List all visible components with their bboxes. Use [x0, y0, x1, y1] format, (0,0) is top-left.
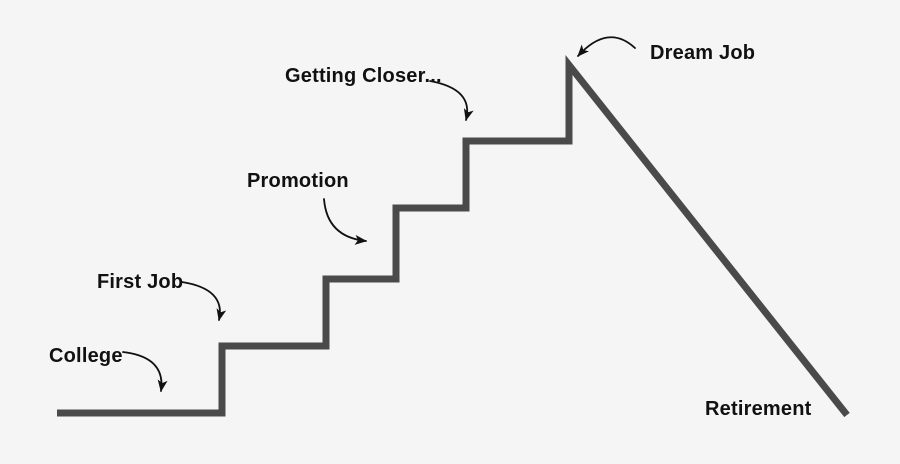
dream-job-arrow	[577, 36, 636, 57]
label-promotion: Promotion	[247, 170, 349, 192]
getting-closer-arrow	[429, 80, 474, 121]
label-first-job: First Job	[97, 271, 183, 293]
career-staircase-line	[57, 54, 850, 418]
label-getting-closer: Getting Closer...	[285, 65, 442, 87]
label-dream-job: Dream Job	[650, 42, 755, 64]
college-arrow	[122, 351, 168, 392]
label-college: College	[49, 345, 123, 367]
first-job-arrow	[181, 281, 227, 321]
label-retirement: Retirement	[705, 398, 812, 420]
promotion-arrow	[323, 198, 367, 245]
